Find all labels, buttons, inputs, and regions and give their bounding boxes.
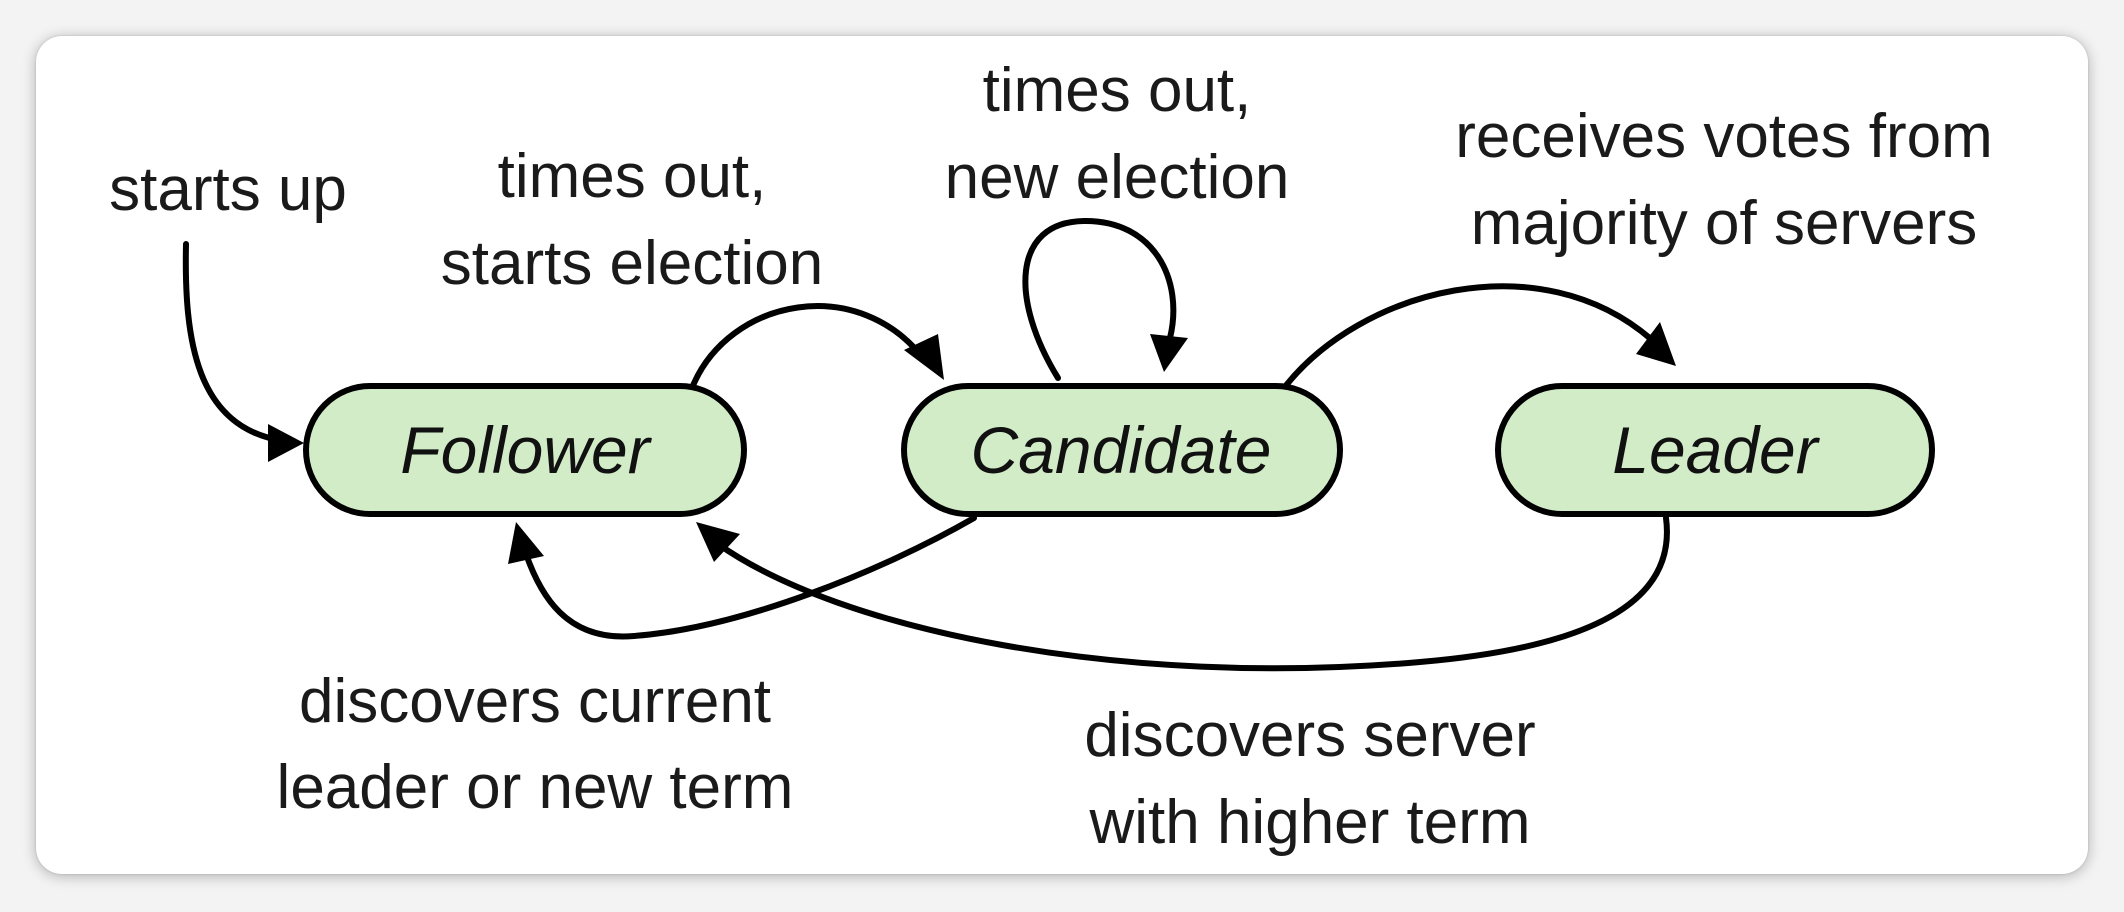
label-candidate-to-leader-line1: receives votes from xyxy=(1455,102,1993,171)
arrowhead-follower-to-candidate xyxy=(904,334,944,380)
label-leader-to-follower-line2: with higher term xyxy=(1088,788,1530,857)
arrowhead-candidate-to-leader xyxy=(1636,322,1676,366)
state-follower: Follower xyxy=(303,383,747,517)
label-candidate-to-follower-line2: leader or new term xyxy=(277,753,794,822)
label-follower-to-candidate-line2: starts election xyxy=(441,229,824,298)
label-candidate-self-loop-line2: new election xyxy=(945,143,1290,212)
edge-candidate-self-loop xyxy=(1022,217,1177,381)
arrowhead-starts-up xyxy=(268,424,304,462)
label-starts-up: starts up xyxy=(109,155,347,224)
state-candidate-label: Candidate xyxy=(971,413,1272,487)
arrowhead-leader-to-follower xyxy=(696,522,740,562)
state-leader-shape xyxy=(1495,383,1935,517)
state-leader: Leader xyxy=(1495,383,1935,517)
state-follower-label: Follower xyxy=(400,413,652,487)
label-candidate-to-follower-line1: discovers current xyxy=(299,667,771,736)
state-candidate: Candidate xyxy=(901,383,1343,517)
edge-follower-to-candidate xyxy=(689,303,929,391)
edge-starts-up xyxy=(182,241,287,444)
edge-candidate-to-follower xyxy=(523,515,977,640)
label-candidate-to-leader-line2: majority of servers xyxy=(1471,189,1977,258)
arrowhead-candidate-to-follower xyxy=(508,522,544,564)
state-candidate-shape xyxy=(901,383,1343,517)
state-leader-label: Leader xyxy=(1612,413,1821,487)
edge-candidate-to-leader xyxy=(1281,283,1655,391)
edge-leader-to-follower xyxy=(715,515,1670,672)
label-follower-to-candidate-line1: times out, xyxy=(498,142,767,211)
state-follower-shape xyxy=(303,383,747,517)
label-candidate-self-loop-line1: times out, xyxy=(983,56,1252,125)
label-leader-to-follower-line1: discovers server xyxy=(1084,701,1535,770)
arrowhead-candidate-self-loop xyxy=(1150,334,1188,372)
